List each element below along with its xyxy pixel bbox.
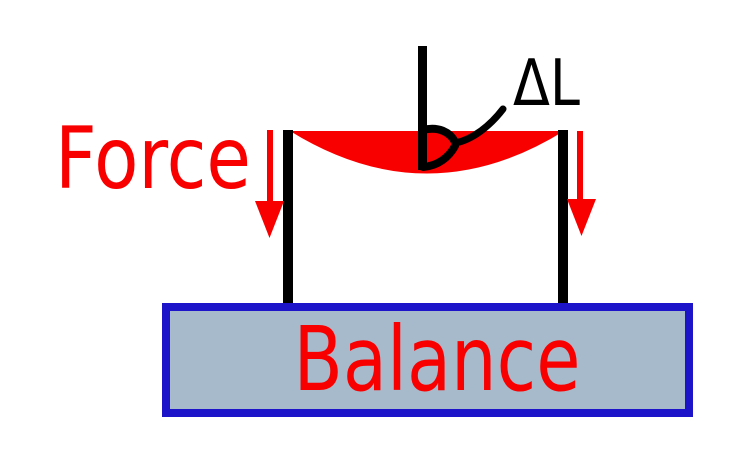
left-post bbox=[283, 130, 293, 307]
delta-l-label: ΔL bbox=[513, 47, 580, 121]
right-force-arrow-head bbox=[567, 199, 596, 236]
delta-l-leader-line bbox=[451, 105, 507, 147]
right-force-arrow-shaft bbox=[577, 131, 583, 202]
pull-rod bbox=[418, 46, 427, 170]
rod-hook-lower bbox=[419, 142, 459, 171]
left-force-arrow-head bbox=[255, 201, 284, 238]
balance-box bbox=[162, 303, 693, 417]
right-force-arrow bbox=[567, 131, 596, 236]
balance-label: Balance bbox=[294, 307, 581, 411]
right-post bbox=[558, 130, 568, 307]
rod-hook-upper bbox=[419, 124, 459, 146]
force-label: Force bbox=[55, 109, 251, 209]
left-force-arrow-shaft bbox=[267, 130, 273, 204]
left-force-arrow bbox=[255, 130, 284, 238]
